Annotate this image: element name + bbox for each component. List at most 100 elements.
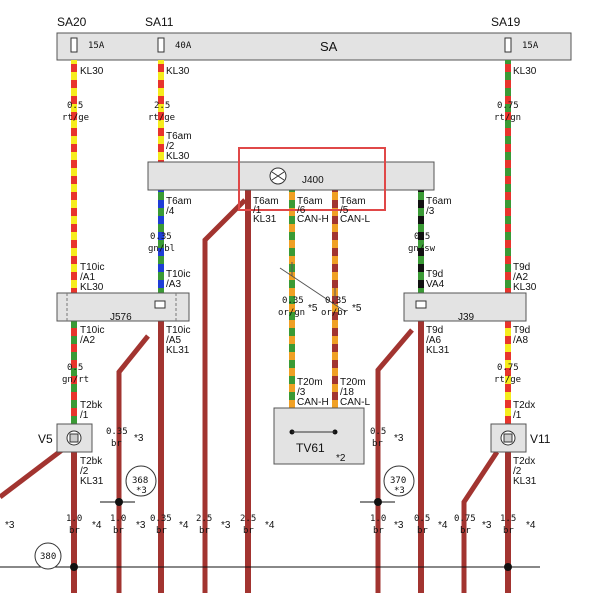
wire-label: /A2 <box>513 272 528 283</box>
module-j39-label: J39 <box>458 312 475 323</box>
twist-mark-left <box>279 262 293 277</box>
wire-label: T2dx <box>513 400 535 411</box>
wire-label: /4 <box>166 206 175 217</box>
wire-label: 2.5 <box>154 101 170 111</box>
wire-label: KL30 <box>80 66 104 77</box>
wire-label: KL31 <box>253 214 277 225</box>
wire-label: /A2 <box>80 335 95 346</box>
wire-label: 0.5 <box>414 232 430 242</box>
module-tv61 <box>273 407 365 465</box>
wire-label: T10ic <box>80 325 104 336</box>
module-j576 <box>56 292 190 322</box>
fuse-sa20-rating: 15A <box>88 41 105 51</box>
splice-point <box>115 498 123 506</box>
ref-circle-368-note: *3 <box>136 486 147 496</box>
wire-label: /A6 <box>426 335 441 346</box>
wire-label: T2bk <box>80 456 103 467</box>
wire-label: /A5 <box>166 335 181 346</box>
fuse-sa11-icon <box>157 37 165 53</box>
wire-label: T9d <box>426 325 443 336</box>
wire-g-branch <box>461 450 500 593</box>
wire-label: *3 <box>394 433 404 444</box>
wire-label: T9d <box>513 262 530 273</box>
wire-label: 0.75 <box>497 363 519 373</box>
wire-label: T10ic <box>80 262 104 273</box>
bottom-wire-color: br <box>113 526 124 536</box>
wire-label: 0.35 <box>282 296 304 306</box>
wire-label: /6 <box>297 205 306 216</box>
bottom-wire-note: *4 <box>179 520 189 531</box>
ref-circle-370-note: *3 <box>394 486 405 496</box>
wire-label: T6am <box>340 196 366 207</box>
fuse-sa19-rating: 15A <box>522 41 539 51</box>
lamp-icon-core <box>503 433 513 443</box>
wire-label: KL31 <box>426 345 450 356</box>
wire-label: KL30 <box>166 66 190 77</box>
wire-label: T20m <box>297 377 323 388</box>
bottom-wire-note: *4 <box>438 520 448 531</box>
wire-label: T10ic <box>166 325 190 336</box>
bottom-wire-size: 1.0 <box>370 514 386 524</box>
wire-label: KL31 <box>166 345 190 356</box>
wire-g-upper <box>505 60 511 293</box>
wire-b-lower <box>158 321 164 593</box>
wire-label: br <box>372 439 383 449</box>
wire-label: /1 <box>253 205 262 216</box>
wire-label: T6am <box>166 196 192 207</box>
bottom-wire-size: 0.75 <box>454 514 476 524</box>
wire-label: /1 <box>80 410 89 421</box>
wire-label: CAN-H <box>297 397 329 408</box>
wire-label: KL30 <box>166 151 190 162</box>
ref-circle-380-num: 380 <box>40 552 56 562</box>
wire-label: CAN-L <box>340 397 370 408</box>
bottom-wire-note: *4 <box>265 520 275 531</box>
wire-label: /2 <box>513 466 522 477</box>
wire-label: 0.5 <box>67 363 83 373</box>
wire-f-branch <box>375 328 414 593</box>
wire-label: T6am <box>297 196 323 207</box>
wire-label: 0.35 <box>106 427 128 437</box>
wire-label: or/br <box>321 308 349 318</box>
wire-label: 0.35 <box>150 232 172 242</box>
wire-label: rt/gn <box>494 113 521 123</box>
wire-label: /1 <box>513 410 522 421</box>
wire-label: T9d <box>426 269 443 280</box>
wire-label: T10ic <box>166 269 190 280</box>
module-tv61-label: TV61 <box>296 441 325 455</box>
wire-label: /2 <box>80 466 89 477</box>
bottom-wire-note: *3 <box>5 520 15 531</box>
splice-point <box>374 498 382 506</box>
wire-label: CAN-L <box>340 214 370 225</box>
wire-label: KL31 <box>513 476 537 487</box>
wire-g-middle <box>505 321 511 424</box>
wire-label: T2dx <box>513 456 535 467</box>
wire-column-a <box>0 60 77 593</box>
wire-label: 0.75 <box>497 101 519 111</box>
wire-label: CAN-H <box>297 214 329 225</box>
wire-b-upper <box>158 60 164 162</box>
wire-label: *3 <box>134 433 144 444</box>
wire-label: T9d <box>513 325 530 336</box>
wire-label: KL30 <box>513 282 537 293</box>
fuse-sa20-label: SA20 <box>57 15 87 29</box>
wire-label: VA4 <box>426 279 445 290</box>
wire-c <box>245 190 251 593</box>
wire-label: /2 <box>166 141 175 152</box>
bottom-wire-size: 2.5 <box>240 514 256 524</box>
bottom-wire-note: *4 <box>92 520 102 531</box>
module-j576-label: J576 <box>110 312 132 323</box>
wire-label: /5 <box>340 205 349 216</box>
wiper-motor-icon-cross <box>271 171 285 181</box>
bottom-wire-note: *3 <box>136 520 146 531</box>
wire-label: rt/ge <box>148 113 175 123</box>
bottom-wire-size: 1.5 <box>500 514 516 524</box>
bottom-wire-note: *3 <box>482 520 492 531</box>
bottom-wire-color: br <box>460 526 471 536</box>
wire-label: or/gn <box>278 308 305 318</box>
ref-circle-368-num: 368 <box>132 476 148 486</box>
wire-a-branch <box>0 448 64 499</box>
wire-label: 0.35 <box>325 296 347 306</box>
bottom-wire-color: br <box>243 526 254 536</box>
ref-circle-370 <box>383 465 415 497</box>
bottom-wire-color: br <box>199 526 210 536</box>
